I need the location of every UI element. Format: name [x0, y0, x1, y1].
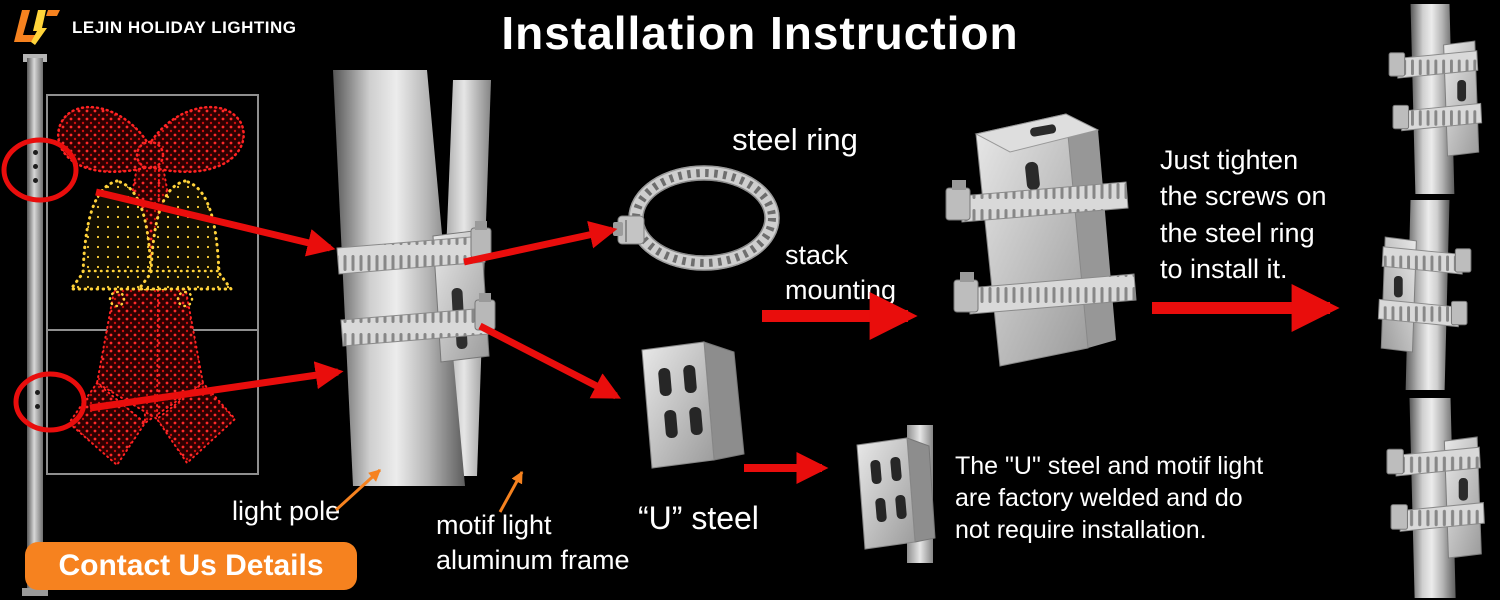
pole-bracket-closeup-illustration — [333, 70, 496, 486]
pole-hole — [33, 178, 38, 183]
pole-hole — [33, 164, 38, 169]
installed-result-thumbnail-2 — [1377, 200, 1472, 390]
brand-name: LEJIN HOLIDAY LIGHTING — [72, 18, 297, 37]
welded-bracket-illustration — [856, 425, 936, 563]
light-pole-label: light pole — [232, 496, 341, 526]
brand-logo-icon — [14, 10, 60, 45]
contact-us-button[interactable]: Contact Us Details — [25, 542, 357, 590]
motif-frame-label: motif light aluminum frame — [436, 510, 630, 576]
pole-hole — [35, 390, 40, 395]
pole-hole — [35, 404, 40, 409]
installed-result-thumbnail-1 — [1388, 4, 1483, 194]
u-steel-label: “U” steel — [638, 500, 759, 536]
page-title: Installation Instruction — [501, 7, 1019, 59]
u-steel-bracket-illustration — [641, 341, 745, 469]
steel-ring-clamp-illustration — [613, 165, 780, 271]
steel-ring-label: steel ring — [732, 122, 858, 157]
bracket-with-rings-illustration — [945, 113, 1137, 367]
bow-bells-motif-illustration — [46, 94, 259, 475]
light-pole-base — [22, 588, 48, 596]
factory-welded-note: The "U" steel and motif light are factor… — [955, 452, 1264, 544]
stack-mounting-label: stack mounting — [785, 240, 897, 306]
tighten-screws-note: Just tighten the screws on the steel rin… — [1160, 145, 1327, 285]
light-pole-illustration — [27, 58, 43, 592]
installed-result-thumbnail-3 — [1386, 398, 1485, 598]
pole-hole — [33, 150, 38, 155]
